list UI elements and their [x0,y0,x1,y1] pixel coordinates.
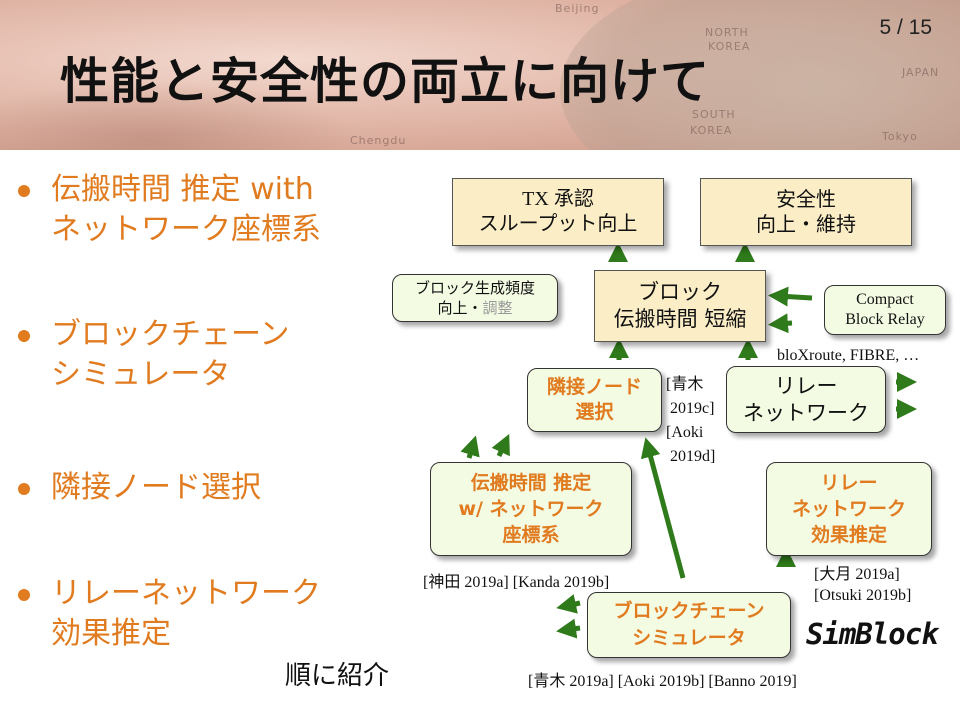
ref-line: [Aoki [666,424,704,441]
simblock-logo: SimBlock [806,617,939,651]
compact-block-relay-box: Compact Block Relay [824,285,946,335]
page-number: 5 / 15 [879,16,932,39]
map-label: KOREA [690,124,733,137]
simulator-box: ブロックチェーン シミュレータ [587,592,791,658]
map-label: Tokyo [882,130,918,143]
neighbor-selection-box: 隣接ノード 選択 [527,368,662,432]
box-line: Compact [856,291,914,308]
box-text-muted: 調整 [482,299,513,317]
box-line: w/ ネットワーク [458,498,604,520]
box-line: ネットワーク [791,498,906,520]
box-line: 効果推定 [810,524,887,546]
map-label: Beijing [555,2,600,15]
arrow [460,435,480,459]
box-line: ブロック [638,280,722,304]
map-label: Chengdu [350,134,407,147]
ref-line: [Otsuki 2019b] [814,587,912,604]
bullet-dot-icon [18,330,30,342]
box-line: 隣接ノード [546,376,642,398]
box-text: 向上・ [437,299,483,317]
relay-examples: bloXroute, FIBRE, … [777,347,920,364]
box-line: 座標系 [502,524,560,546]
bullet-line: 伝搬時間 推定 with [51,172,314,207]
ref-line: 2019d] [670,448,716,465]
bullet-dot-icon [18,589,30,601]
arrow [768,313,793,334]
box-line: ブロック生成頻度 [414,279,535,297]
box-line: 選択 [575,401,614,423]
block-frequency-box: ブロック生成頻度 向上・調整 [392,274,558,322]
box-line: シミュレータ [632,627,746,649]
arrow [640,437,686,579]
bullet-line: 効果推定 [51,616,171,651]
map-label: NORTH [705,26,749,39]
box-line: 向上・調整 [437,298,512,318]
ref-line: 2019c] [670,400,715,417]
propagation-box: ブロック 伝搬時間 短縮 [594,270,766,342]
box-line: リレー [774,373,838,398]
bullet-line: リレーネットワーク [51,576,321,611]
box-line: リレー [820,472,878,494]
bullet-line: ネットワーク座標系 [51,212,321,247]
simulator-refs: [青木 2019a] [Aoki 2019b] [Banno 2019] [528,673,797,690]
ref-line: [大月 2019a] [814,566,900,583]
ref-line: [青木 [666,376,704,393]
arrow [768,286,813,307]
arrow [556,618,581,639]
relay-effect-refs: [大月 2019a] [Otsuki 2019b] [814,564,911,606]
bullet-dot-icon [18,483,30,495]
box-line: 向上・維持 [756,212,856,236]
bullet-dot-icon [18,185,30,197]
bullet-line: 隣接ノード選択 [51,470,261,505]
map-label: JAPAN [902,66,940,79]
security-box: 安全性 向上・維持 [700,178,912,246]
page-title: 性能と安全性の両立に向けて [60,53,711,110]
estimate-refs: [神田 2019a] [Kanda 2019b] [423,574,610,591]
box-line: 伝搬時間 短縮 [613,307,747,331]
box-line: 伝搬時間 推定 [470,472,592,494]
arrow [556,594,581,614]
map-label: KOREA [708,40,751,53]
box-line: Block Relay [845,311,925,328]
propagation-estimate-box: 伝搬時間 推定 w/ ネットワーク 座標系 [430,462,632,556]
box-line: ブロックチェーン [613,600,765,622]
map-label: SOUTH [692,108,736,121]
header-banner: Beijing NORTH KOREA SOUTH KOREA JAPAN To… [0,0,960,150]
footer-note: 順に紹介 [285,661,390,691]
bullet-line: ブロックチェーン [51,317,290,352]
box-line: ネットワーク [743,400,869,425]
bullet-line: シミュレータ [51,357,231,392]
tx-throughput-box: TX 承認 スループット向上 [452,178,664,246]
box-line: スループット向上 [478,213,638,235]
relay-network-box: リレー ネットワーク [726,366,886,433]
neighbor-refs: [青木 2019c] [Aoki 2019d] [666,373,715,469]
arrow [491,433,510,458]
relay-effect-box: リレー ネットワーク 効果推定 [766,462,932,556]
box-line: 安全性 [776,187,836,211]
box-line: TX 承認 [522,188,594,210]
